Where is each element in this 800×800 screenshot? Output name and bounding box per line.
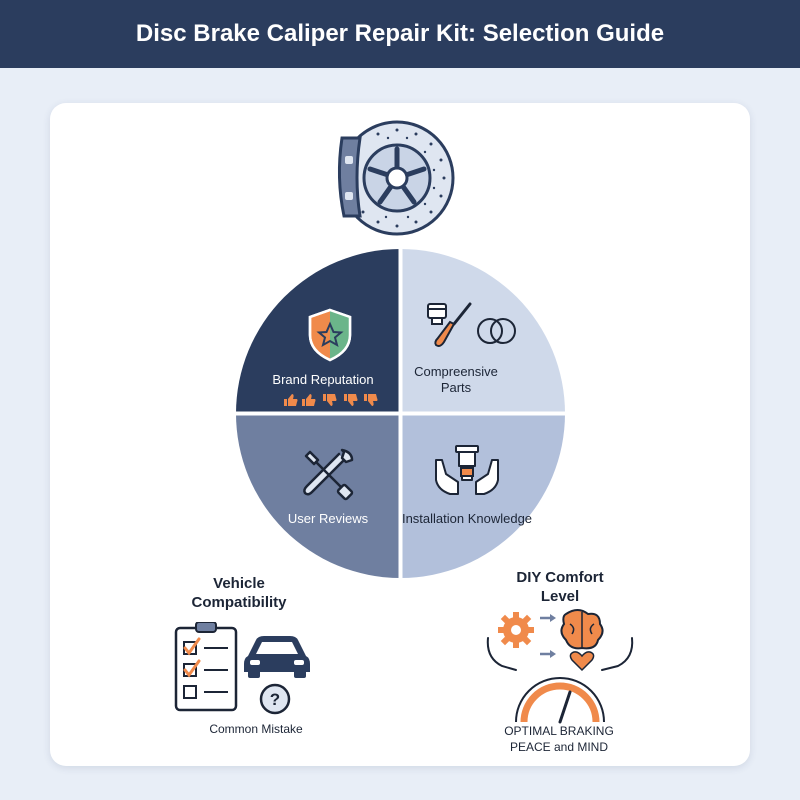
svg-text:?: ? bbox=[270, 690, 280, 709]
question-icon: ? bbox=[259, 683, 291, 715]
quadrant-user-reviews bbox=[236, 413, 401, 578]
header-banner: Disc Brake Caliper Repair Kit: Selection… bbox=[0, 0, 800, 68]
quadrant-chart bbox=[236, 249, 565, 578]
diy-mindset-icon bbox=[486, 609, 634, 672]
quadrant-label-user-reviews: User Reviews bbox=[287, 511, 369, 526]
quadrant-label-brand-reputation: Brand Reputation bbox=[272, 372, 374, 387]
diy-caption-line2: PEACE and MIND bbox=[509, 740, 609, 754]
quadrant-comprehensive-parts bbox=[400, 249, 565, 414]
hands-piston-icon bbox=[435, 445, 499, 495]
gauge-icon bbox=[515, 677, 605, 724]
checklist-icon bbox=[174, 622, 238, 712]
quadrant-label-comprehensive-parts: Compreensive Parts bbox=[414, 364, 498, 395]
diy-caption-line1: OPTIMAL BRAKING bbox=[504, 724, 614, 738]
page-title: Disc Brake Caliper Repair Kit: Selection… bbox=[135, 20, 665, 47]
common-mistake-caption: Common Mistake bbox=[209, 722, 303, 736]
car-icon bbox=[244, 636, 310, 678]
diy-comfort-title: DIY Comfort Level bbox=[516, 569, 604, 605]
gear-icon bbox=[498, 612, 534, 648]
piston-screwdriver-seal-icon bbox=[427, 302, 516, 347]
heart-icon bbox=[569, 651, 595, 672]
brain-icon bbox=[560, 609, 604, 650]
wrench-screwdriver-icon bbox=[303, 448, 354, 501]
vehicle-compatibility-title: Vehicle Compatibility bbox=[191, 575, 287, 611]
quadrant-label-installation-knowledge: Installation Knowledge bbox=[401, 511, 533, 526]
thumbs-rating-icon bbox=[284, 394, 378, 406]
quadrant-installation-knowledge bbox=[400, 413, 565, 578]
shield-star-icon bbox=[308, 308, 352, 362]
brake-disc-icon bbox=[337, 120, 455, 236]
